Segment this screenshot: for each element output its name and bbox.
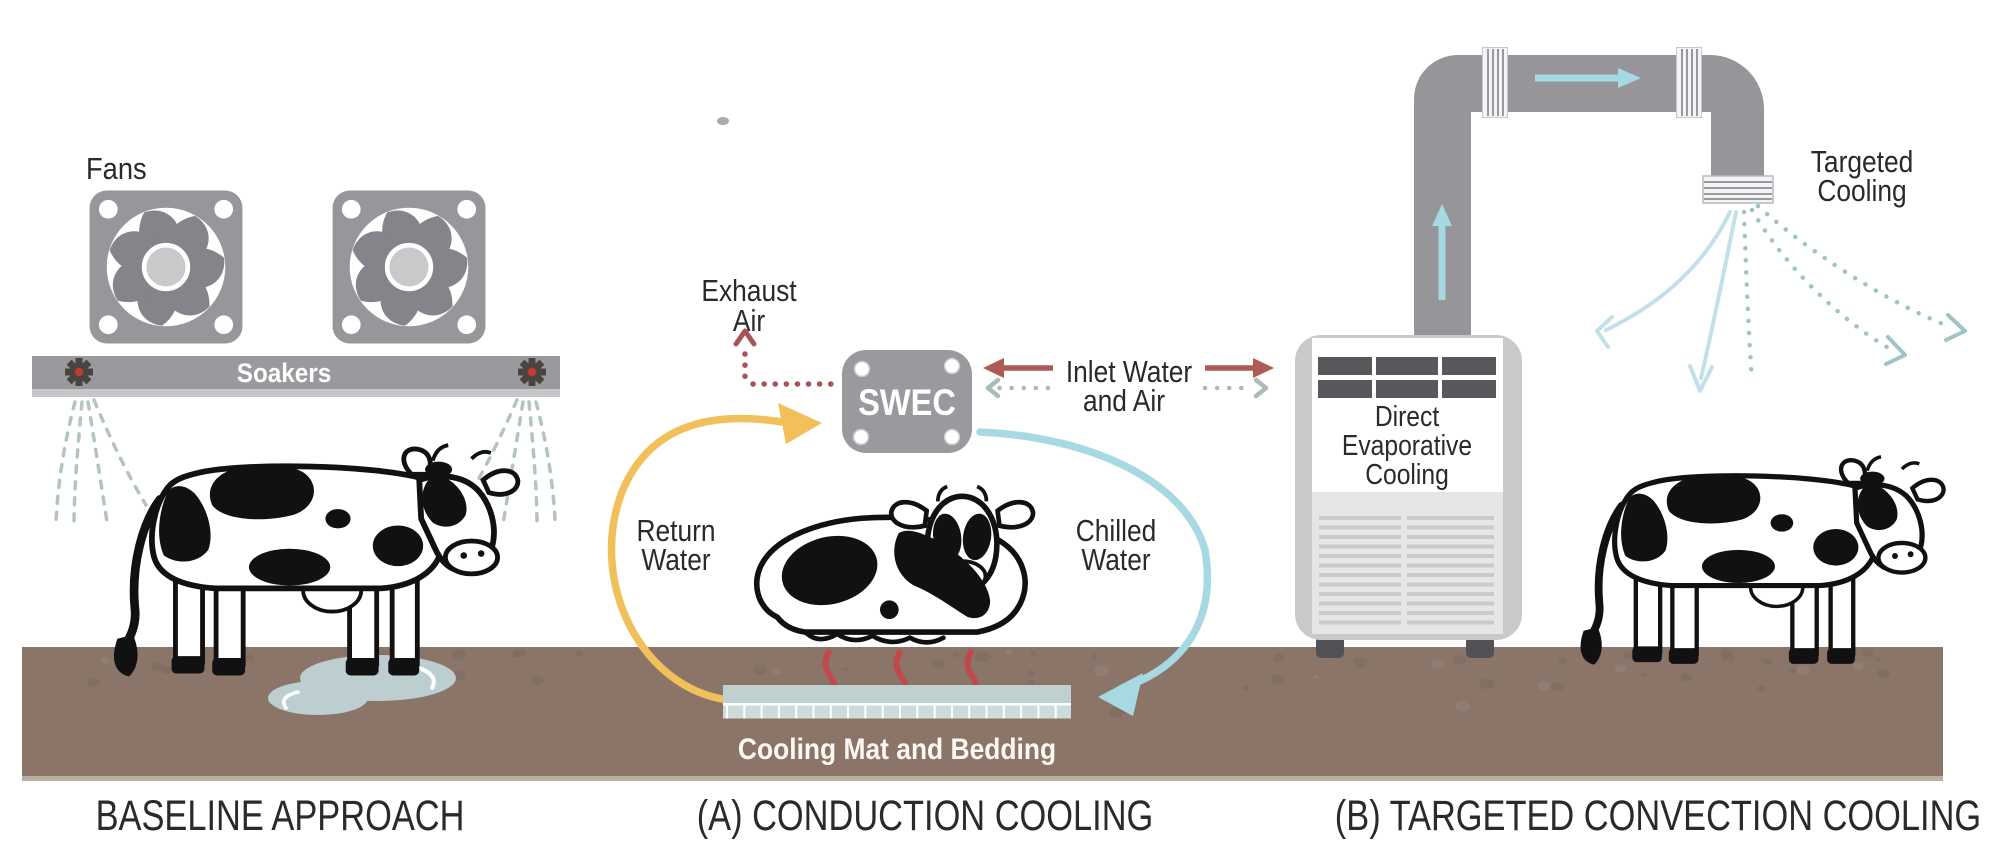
baseline-section: Fans Soakers BASELINE APPROA (32, 152, 560, 840)
unit-label-line3: Cooling (1365, 458, 1449, 490)
swec-unit: SWEC (842, 350, 972, 453)
exhaust-air-label-line2: Air (733, 304, 766, 338)
evaporative-cooling-unit: Direct Evaporative Cooling (1295, 335, 1522, 658)
targeted-cooling-label-line1: Targeted (1811, 145, 1913, 179)
sprinkler-icon (518, 358, 546, 386)
duct-flange-icon (1482, 47, 1508, 118)
bolt-icon (852, 428, 870, 446)
inlet-label-line1: Inlet Water (1066, 355, 1193, 389)
swec-label: SWEC (858, 382, 956, 423)
air-duct (1414, 47, 1774, 340)
fan-icon (333, 191, 486, 344)
chilled-water-label-line1: Chilled (1076, 514, 1157, 548)
return-water-label-line2: Water (641, 543, 711, 577)
bolt-icon (943, 428, 961, 446)
return-water-arrow (607, 403, 822, 704)
stray-dot (717, 117, 729, 125)
baseline-title: BASELINE APPROACH (96, 792, 465, 839)
convection-section: Targeted Cooling Direct Evaporative Cool… (1295, 47, 1981, 840)
fans-label: Fans (86, 152, 147, 186)
unit-label-line2: Evaporative (1342, 429, 1472, 461)
return-water-label-line1: Return (636, 514, 715, 548)
mat-segment-lines (726, 704, 1057, 719)
soaker-bar: Soakers (32, 356, 560, 397)
soakers-label: Soakers (237, 359, 332, 388)
chilled-water-arrow (976, 428, 1212, 716)
airflow-arrows (1432, 68, 1641, 300)
convection-title: (B) TARGETED CONVECTION COOLING (1335, 792, 1981, 839)
bolt-icon (853, 360, 871, 378)
bolt-icon (943, 357, 961, 375)
conduction-section: Exhaust Air Return Water Chilled Water S… (607, 274, 1274, 840)
cooling-mat-label: Cooling Mat and Bedding (738, 731, 1056, 765)
cooling-mat (723, 685, 1071, 719)
nozzle-icon (1702, 175, 1774, 204)
chilled-water-label-line2: Water (1081, 543, 1151, 577)
targeted-cooling-label-line2: Cooling (1817, 174, 1906, 208)
sprinkler-icon (65, 358, 93, 386)
inlet-label-line2: and Air (1083, 384, 1165, 418)
targeted-cooling-spray (1595, 203, 1967, 393)
cow-standing-right (1581, 457, 1944, 665)
cow-lying (757, 487, 1033, 643)
lower-grille (1319, 516, 1494, 625)
duct-flange-icon (1676, 47, 1702, 118)
vent-slats (1318, 357, 1496, 398)
exhaust-air-arrow (733, 328, 841, 387)
inlet-water-air-arrows (983, 358, 1274, 399)
cow-standing-left (114, 445, 518, 676)
exhaust-air-label-line1: Exhaust (701, 274, 796, 308)
unit-label-line1: Direct (1375, 400, 1440, 432)
conduction-title: (A) CONDUCTION COOLING (697, 792, 1154, 839)
fan-icon (90, 191, 243, 344)
